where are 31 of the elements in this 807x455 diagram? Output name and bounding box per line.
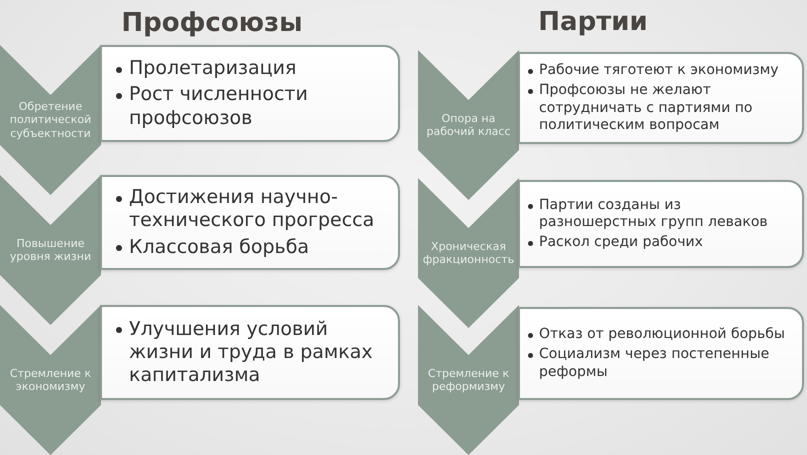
chevron-label: Стремление к реформизму (426, 366, 510, 394)
bullet-list-box (100, 175, 400, 270)
chevron-label: Опора на рабочий класс (425, 112, 512, 138)
bullet-text: Раскол среди рабочих (539, 234, 703, 252)
chevron-label: Хроническая фракционность (422, 240, 516, 266)
column-heading: Профсоюзы (121, 8, 303, 40)
bullet-text: Пролетаризация (129, 57, 296, 80)
bullet-list-box (518, 52, 804, 144)
bullet-list-box (518, 180, 804, 268)
bullet-text: Социализм через постепенные реформы (539, 346, 770, 381)
bullet-text: Классовая борьба (129, 236, 310, 259)
chevron-shape (418, 50, 519, 200)
column-heading: Партии (538, 7, 648, 38)
bullet-list-box (100, 305, 400, 400)
chevron-label: Стремление к экономизму (8, 366, 92, 394)
bullet-text: Профсоюзы не желают сотрудничать с партиями по политическим вопросам (539, 82, 754, 134)
chevron-shape (418, 178, 519, 328)
bullet-text: Улучшения условий жизни и труда в рамках капитализма (129, 318, 374, 388)
bullet-text: Достижения научно-технического прогресса (129, 186, 376, 233)
chevron-label: Повышение уровня жизни (8, 236, 92, 264)
bullet-text: Рабочие тяготеют к экономизму (539, 62, 779, 80)
chevron-shape (0, 45, 101, 195)
bullet-text: Партии созданы из разношерстных групп леваков (539, 196, 769, 232)
chevron-shape (0, 305, 101, 455)
bullet-list-box (100, 45, 400, 142)
bullet-text: Отказ от революционной борьбы (539, 326, 785, 344)
chevron-shape (0, 175, 101, 325)
chevron-label: Обретение политической субъектности (8, 100, 92, 140)
bullet-text: Рост численности профсоюзов (129, 83, 309, 130)
bullet-list-box (518, 307, 804, 400)
chevron-shape (418, 305, 519, 455)
